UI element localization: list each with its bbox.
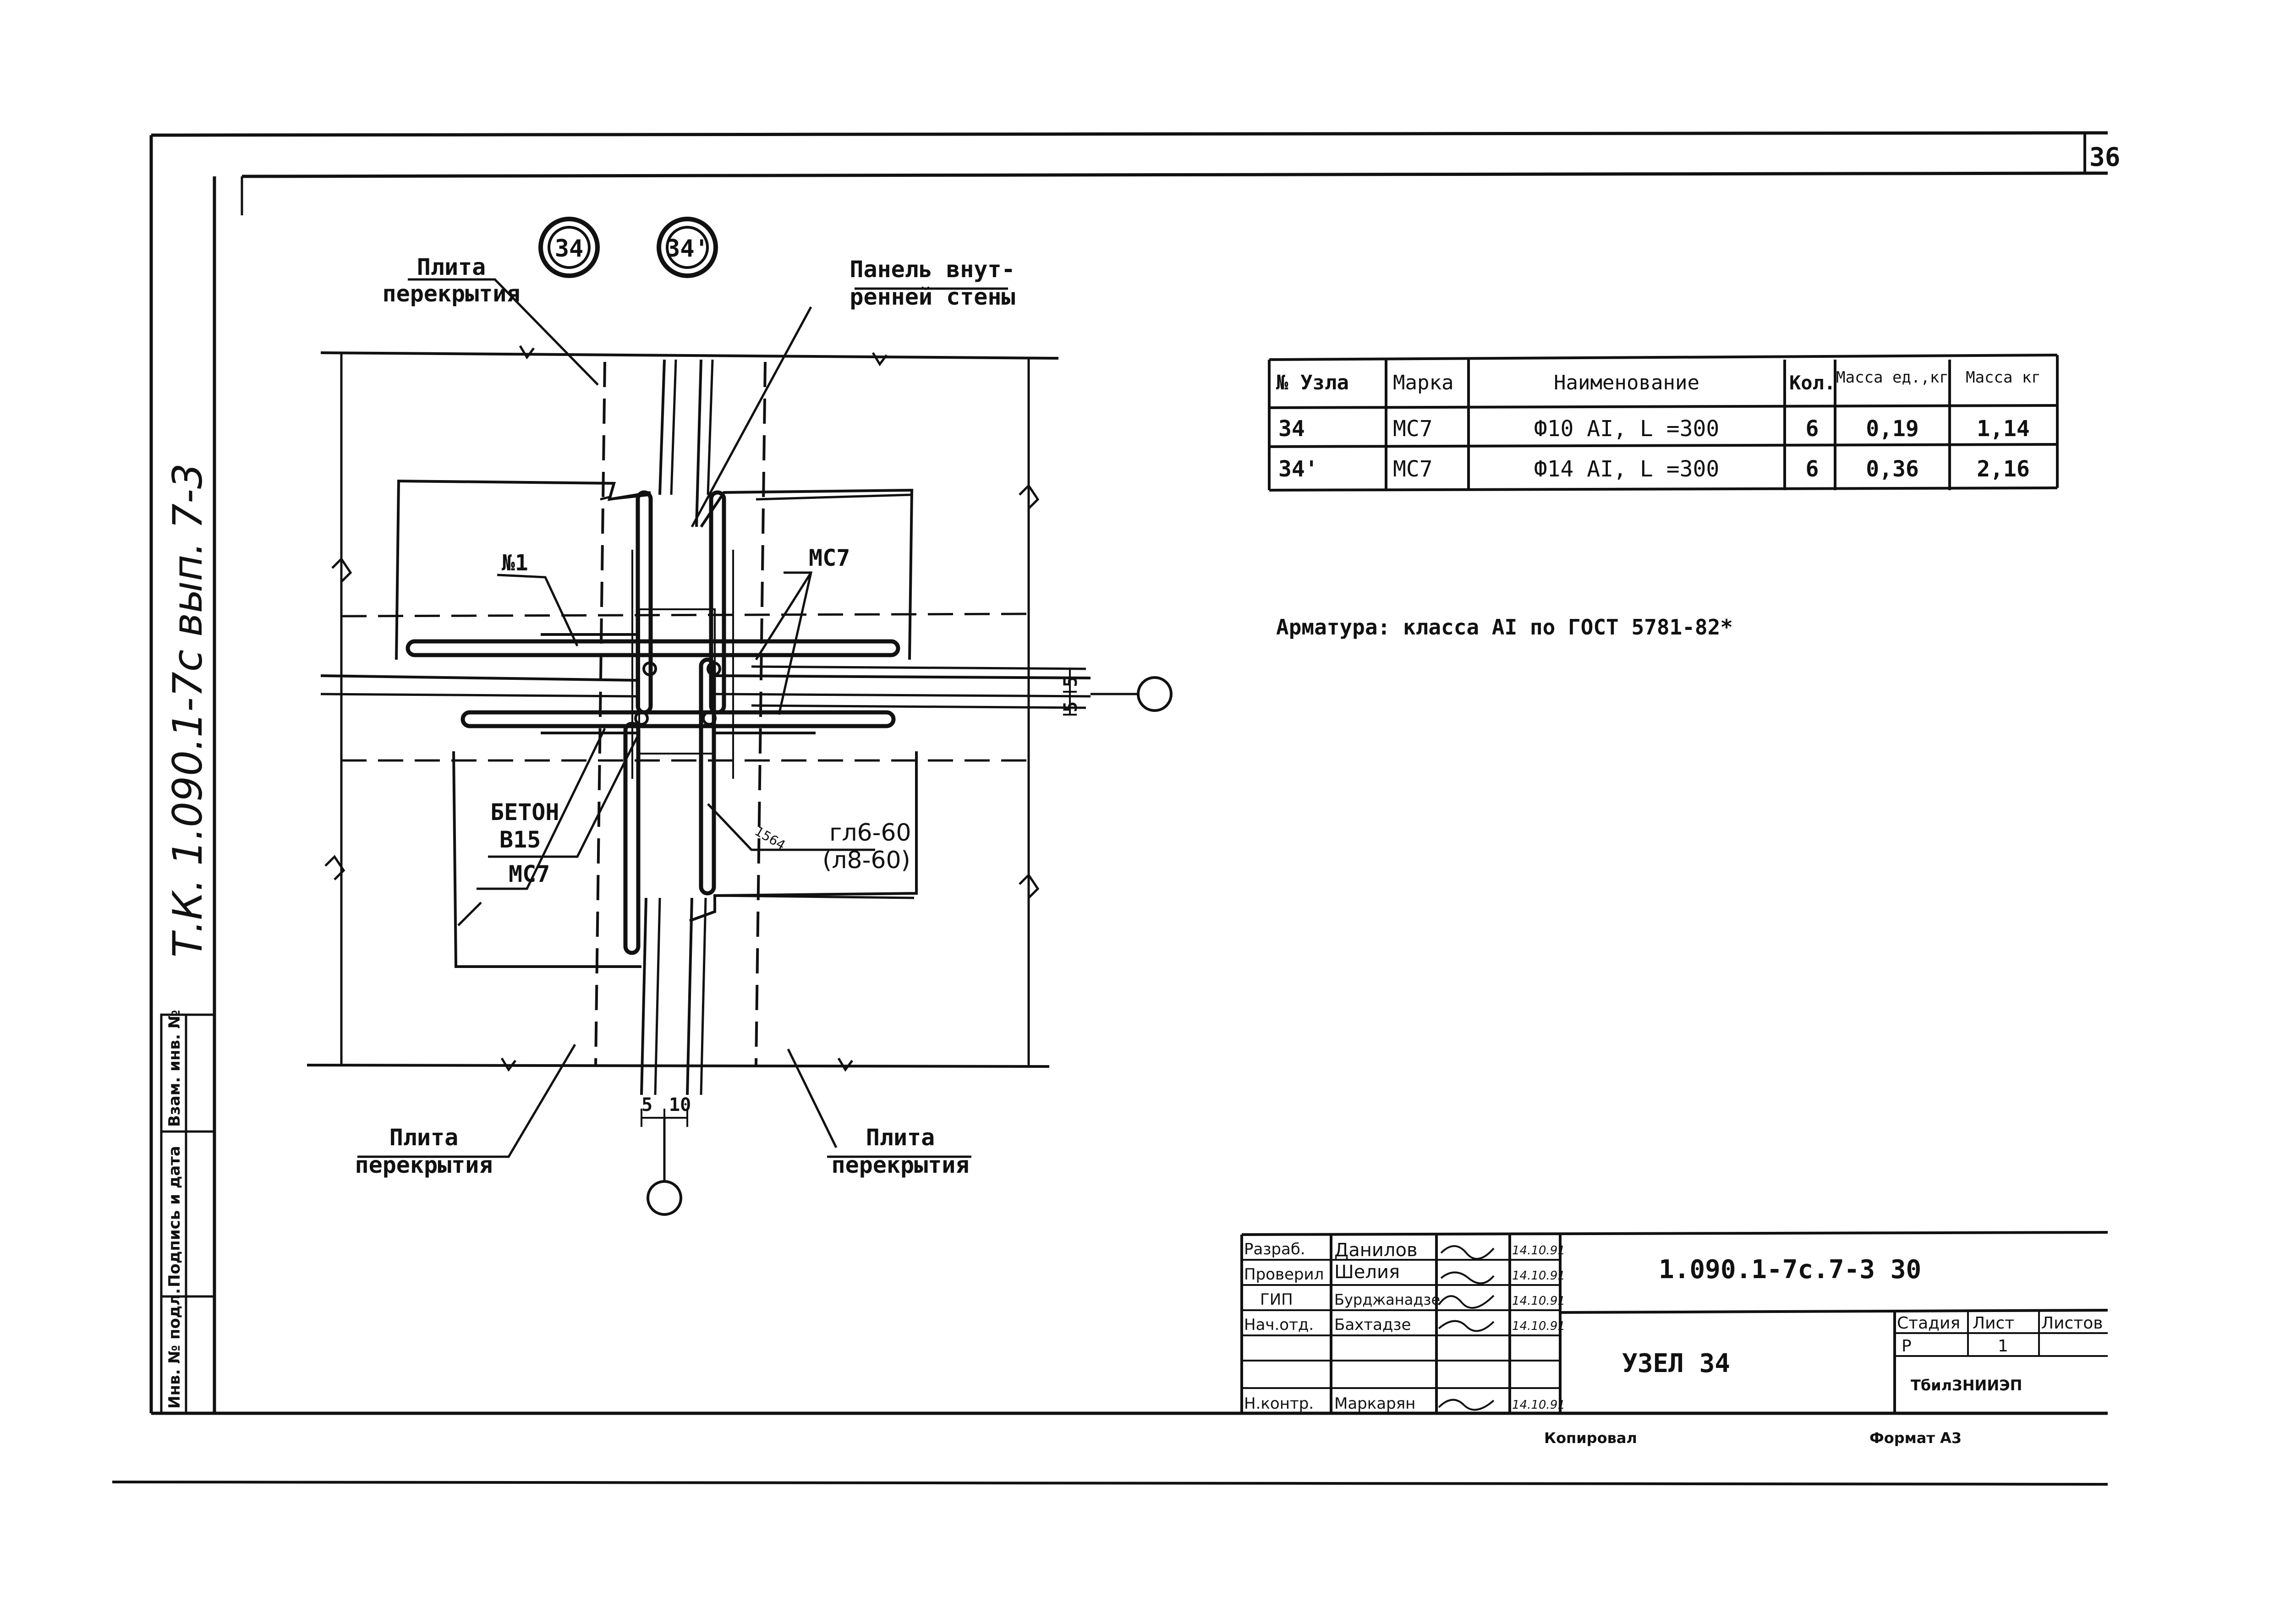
label-slab: перекрытия bbox=[831, 1152, 969, 1178]
dim-10: 10 bbox=[669, 1094, 691, 1115]
signature bbox=[1438, 1399, 1495, 1411]
sheet-number: 36 bbox=[2089, 142, 2120, 172]
label-concrete: В15 bbox=[499, 826, 541, 853]
label-slab: перекрытия bbox=[382, 280, 520, 307]
doc-code: 1.090.1-7с.7-3 30 bbox=[1659, 1255, 1921, 1285]
signer-role: Н.контр. bbox=[1244, 1394, 1314, 1413]
signer-role: Нач.отд. bbox=[1244, 1316, 1314, 1334]
label-bar-n1: №1 bbox=[502, 550, 528, 576]
label-panel: ренней стены bbox=[850, 284, 1015, 310]
node-marker-label: 34 bbox=[555, 235, 584, 262]
side-column-label: Инв. № подл. bbox=[165, 1288, 184, 1409]
table-header: Марка bbox=[1393, 371, 1453, 394]
label-weld: (л8-60) bbox=[822, 847, 910, 874]
label-slab: перекрытия bbox=[355, 1152, 493, 1178]
label-slab: Плита bbox=[389, 1124, 459, 1151]
table-cell: 0,19 bbox=[1866, 416, 1919, 442]
sheets-label: Листов bbox=[2041, 1314, 2103, 1333]
signature bbox=[1440, 1245, 1495, 1260]
label-slab: Плита bbox=[866, 1124, 935, 1151]
label-mc7: МС7 bbox=[509, 861, 550, 887]
signer-name: Бахтадзе bbox=[1334, 1316, 1411, 1334]
signer-name: Бурджанадзе bbox=[1334, 1291, 1440, 1308]
signer-name: Шелия bbox=[1334, 1262, 1400, 1283]
spec-table-grid bbox=[1268, 354, 2059, 492]
table-header: Кол. bbox=[1789, 372, 1836, 394]
signer-date: 14.10.91 bbox=[1512, 1319, 1565, 1333]
side-column-label: Подпись и дата bbox=[165, 1146, 184, 1287]
table-cell: 1,14 bbox=[1977, 416, 2030, 442]
label-slab: Плита bbox=[417, 254, 486, 280]
label-weld: гл6-60 bbox=[829, 819, 911, 847]
dim-5: 5 bbox=[1060, 701, 1081, 712]
dim-5: 5 bbox=[1060, 676, 1081, 687]
table-header: № Узла bbox=[1276, 371, 1349, 394]
table-cell: 2,16 bbox=[1977, 456, 2030, 482]
side-columns-frame bbox=[160, 1013, 216, 1415]
stage-label: Стадия bbox=[1897, 1314, 1960, 1333]
table-cell: МС7 bbox=[1393, 456, 1433, 482]
spec-table: № Узла Марка Наименование Кол. Масса ед.… bbox=[1276, 368, 2041, 482]
dim-5: 5 bbox=[641, 1094, 652, 1115]
table-cell: 0,36 bbox=[1866, 456, 1919, 482]
side-stamp: Т.К. 1.090.1-7с вып. 7-3 bbox=[164, 463, 211, 957]
table-cell: МС7 bbox=[1393, 416, 1433, 442]
table-header: Наименование bbox=[1554, 371, 1699, 394]
table-cell: Ф10 АI, L =300 bbox=[1534, 416, 1720, 442]
signer-name: Данилов bbox=[1334, 1240, 1418, 1261]
node-marker-label: 34' bbox=[666, 235, 709, 262]
drawing-title: УЗЕЛ 34 bbox=[1622, 1349, 1730, 1378]
stage-value: Р bbox=[1902, 1337, 1912, 1356]
signer-date: 14.10.91 bbox=[1512, 1294, 1565, 1308]
table-cell: 6 bbox=[1806, 416, 1819, 442]
sheet-value: 1 bbox=[1998, 1337, 2008, 1356]
label-panel: Панель внут- bbox=[850, 256, 1015, 283]
node-detail bbox=[307, 278, 1173, 1216]
sheet-label: Лист bbox=[1973, 1314, 2014, 1333]
rebar-note: Арматура: класса АI по ГОСТ 5781-82* bbox=[1276, 615, 1733, 640]
signature bbox=[1440, 1271, 1495, 1285]
node-marker: 34 bbox=[538, 217, 600, 278]
title-block: Разраб. Данилов 14.10.91 Проверил Шелия … bbox=[1244, 1240, 2103, 1413]
node-marker: 34' bbox=[657, 217, 718, 278]
signer-date: 14.10.91 bbox=[1512, 1269, 1565, 1283]
signer-role: Проверил bbox=[1244, 1265, 1324, 1284]
title-block-grid bbox=[1240, 1231, 2108, 1413]
signer-date: 14.10.91 bbox=[1512, 1398, 1565, 1412]
sheet-frame bbox=[112, 131, 2108, 1486]
table-cell: 34' bbox=[1278, 456, 1318, 482]
table-cell: Ф14 АI, L =300 bbox=[1534, 456, 1720, 482]
footer-format: Формат А3 bbox=[1869, 1429, 1962, 1447]
footer-copied: Копировал bbox=[1544, 1429, 1637, 1447]
signer-name: Маркарян bbox=[1334, 1394, 1415, 1413]
signer-role: Разраб. bbox=[1244, 1240, 1305, 1258]
signature bbox=[1438, 1295, 1495, 1309]
signature bbox=[1438, 1320, 1495, 1332]
table-header: Масса кг bbox=[1966, 368, 2041, 387]
signer-date: 14.10.91 bbox=[1512, 1244, 1565, 1258]
table-cell: 6 bbox=[1806, 456, 1819, 482]
label-mc7: МС7 bbox=[809, 545, 850, 571]
side-column-label: Взам. инв. № bbox=[165, 1010, 184, 1127]
table-header: Масса ед.,кг bbox=[1836, 368, 1949, 387]
organization: ТбилЗНИИЭП bbox=[1911, 1377, 2022, 1394]
signer-role: ГИП bbox=[1260, 1290, 1293, 1309]
table-cell: 34 bbox=[1278, 416, 1305, 442]
label-concrete: БЕТОН bbox=[490, 799, 559, 826]
